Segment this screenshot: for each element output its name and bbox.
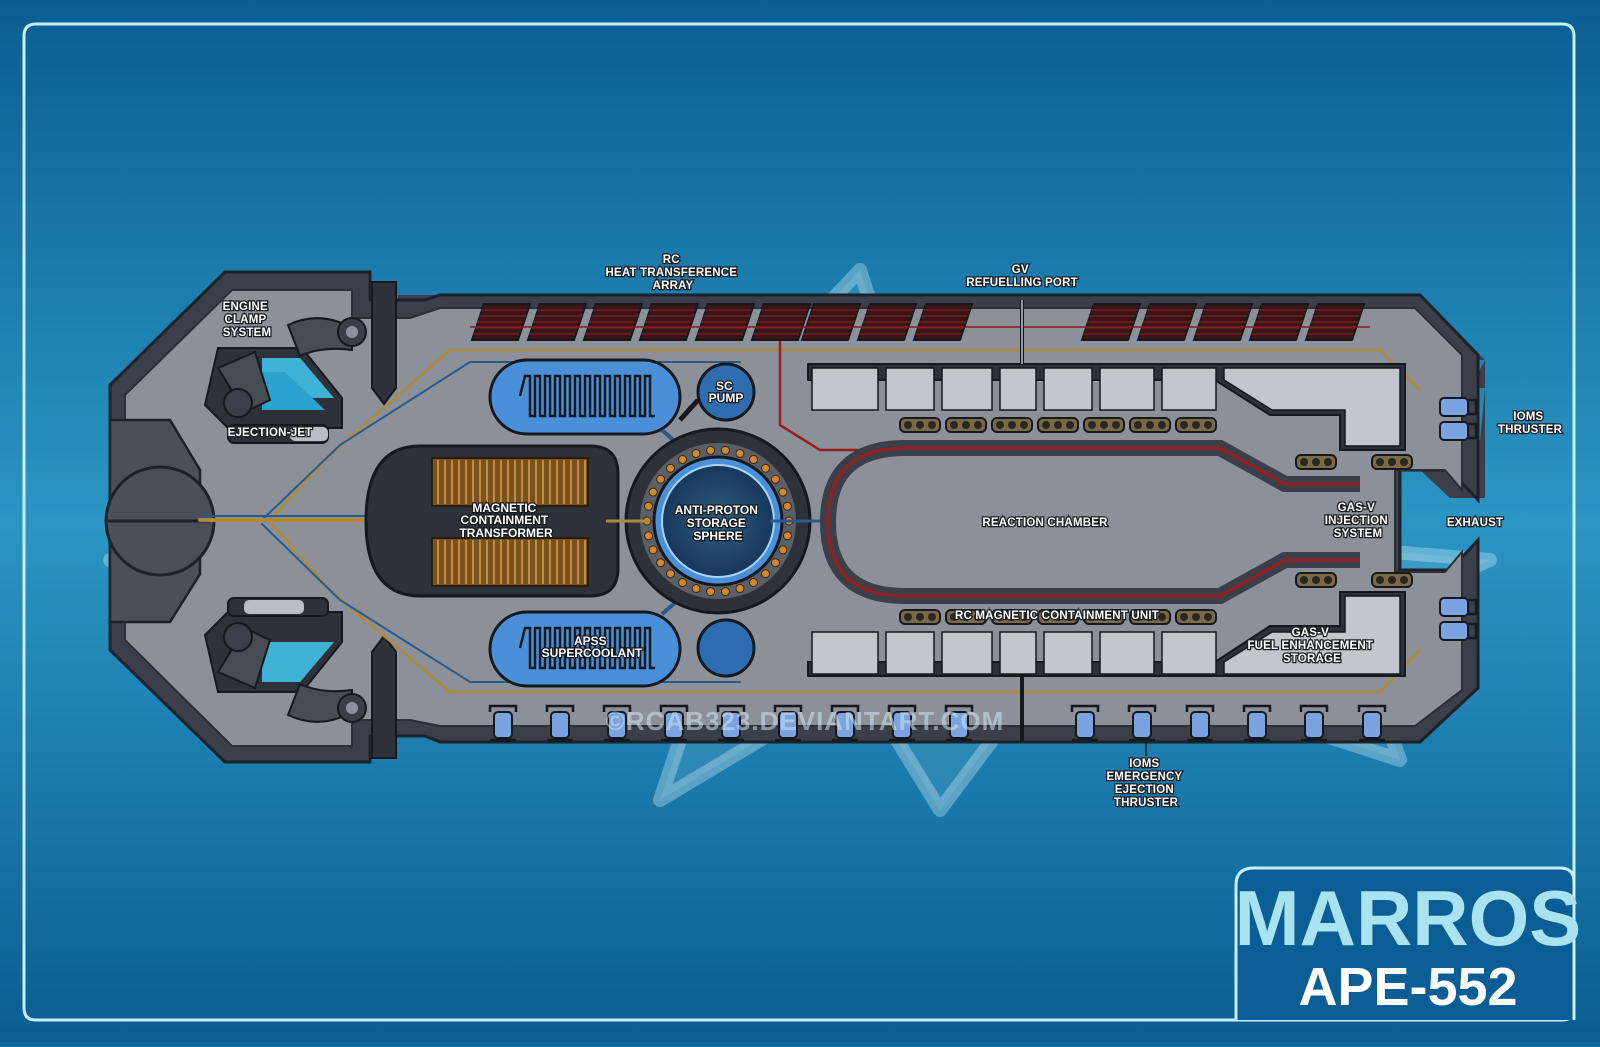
emergency-thruster-unit (949, 711, 969, 739)
label-rc-unit: RC MAGNETIC CONTAINMENT UNIT (955, 610, 1159, 622)
emergency-thruster-unit (664, 711, 684, 739)
label-rc-array: RC HEAT TRANSFERENCE ARRAY (605, 254, 740, 292)
storage-cell-top (1043, 367, 1093, 411)
storage-cell-bottom (1043, 631, 1093, 675)
storage-cell-top (885, 367, 935, 411)
ioms-thruster-unit (1439, 397, 1469, 417)
label-reaction-chamber: REACTION CHAMBER (982, 517, 1108, 529)
storage-cell-top (999, 367, 1037, 411)
emergency-thruster-unit (1190, 711, 1210, 739)
label-ioms-emergency: IOMS EMERGENCY EJECTION THRUSTER (1106, 758, 1185, 809)
label-gasv-injection: GAS-V INJECTION SYSTEM (1325, 502, 1392, 540)
label-gv-port: GV REFUELLING PORT (966, 264, 1078, 289)
storage-cell-top (811, 367, 879, 411)
emergency-thruster-unit (493, 711, 513, 739)
emergency-thruster-unit (1247, 711, 1267, 739)
emergency-thruster-unit (550, 711, 570, 739)
label-apss: APSS SUPERCOOLANT (542, 634, 643, 660)
label-exhaust: EXHAUST (1447, 517, 1503, 529)
upper-clamp-housing (203, 281, 397, 444)
label-antiproton-sphere: ANTI-PROTON STORAGE SPHERE (675, 503, 761, 543)
label-magnetic-transformer: MAGNETIC CONTAINMENT TRANSFORMER (459, 501, 553, 540)
heat-transference-array (470, 303, 1370, 341)
storage-cell-top (1099, 367, 1155, 411)
emergency-thruster-unit (1362, 711, 1382, 739)
emergency-thruster-unit (778, 711, 798, 739)
emergency-ejection-thrusters (488, 704, 1387, 756)
ioms-thruster-unit (1439, 421, 1469, 441)
title-plate: MARROS APE-552 (1234, 866, 1582, 1020)
storage-cell-top (941, 367, 993, 411)
storage-cell-bottom (1099, 631, 1155, 675)
label-ioms-thruster: IOMS THRUSTER (1498, 411, 1563, 436)
containment-couplers (899, 417, 1413, 625)
lower-clamp-housing (203, 597, 397, 759)
reaction-chamber-structure (819, 440, 1360, 604)
label-engine-clamp: ENGINE CLAMP SYSTEM (223, 301, 272, 339)
nose-section (104, 418, 216, 624)
label-ejection-jet: EJECTION-JET (228, 427, 313, 439)
magnetic-containment-transformer (364, 444, 620, 598)
emergency-thruster-unit (835, 711, 855, 739)
storage-cell-top (1161, 367, 1217, 411)
ioms-thruster-unit (1439, 597, 1469, 617)
emergency-thruster-unit (1075, 711, 1095, 739)
label-sc-pump: SC PUMP (709, 379, 744, 405)
watermark-text: ©RCAB323.DEVIANTART.COM (606, 706, 1005, 736)
storage-cell-bottom (885, 631, 935, 675)
ioms-thruster-unit (1439, 621, 1469, 641)
emergency-thruster-unit (607, 711, 627, 739)
title-name: MARROS (1235, 874, 1582, 962)
storage-cell-bottom (811, 631, 879, 675)
coolant-tanks (488, 358, 756, 688)
ioms-thrusters (1439, 397, 1478, 641)
storage-bays (807, 363, 1406, 677)
label-gasv-storage: GAS-V FUEL ENHANCEMENT STORAGE (1247, 627, 1376, 665)
emergency-thruster-unit (892, 711, 912, 739)
storage-cell-bottom (1161, 631, 1217, 675)
storage-cell-bottom (999, 631, 1037, 675)
title-designation: APE-552 (1298, 957, 1517, 1017)
emergency-thruster-unit (1304, 711, 1324, 739)
emergency-thruster-unit (721, 711, 741, 739)
emergency-thruster-unit (1132, 711, 1152, 739)
storage-cell-bottom (941, 631, 993, 675)
labels: RC HEAT TRANSFERENCE ARRAY GV REFUELLING… (221, 253, 1563, 811)
anti-proton-sphere (606, 427, 830, 615)
sc-pump-circle (696, 362, 756, 422)
